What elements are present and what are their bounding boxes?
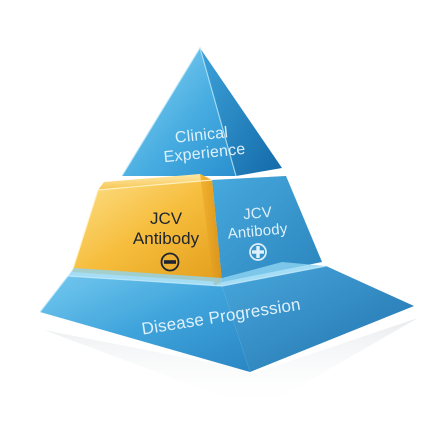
tier-bottom: Disease Progression	[39, 262, 414, 372]
tier-top-right-face	[200, 48, 282, 176]
minus-icon	[160, 252, 180, 272]
tier-middle-right-label-line1: JCV	[242, 204, 272, 223]
tier-middle-right-face	[212, 176, 322, 282]
tier-middle-front-label-line2: Antibody	[133, 229, 200, 248]
plus-icon	[249, 243, 267, 261]
tier-middle-front-label-line1: JCV	[150, 209, 183, 228]
tier-top: Clinical Experience	[121, 46, 282, 177]
tier-top-front-face	[122, 48, 236, 176]
tier-middle-gold-top	[98, 174, 212, 190]
tier-bottom-right-face	[222, 266, 414, 372]
tier-middle: JCV Antibody JCV Antibody	[71, 174, 322, 286]
ground-reflection	[44, 318, 418, 410]
tier-middle-right-label-line2: Antibody	[227, 220, 289, 242]
tier-top-label-line1: Clinical	[174, 124, 229, 146]
tier-bottom-front-face	[40, 276, 250, 372]
tier-middle-gold-front	[72, 180, 222, 282]
